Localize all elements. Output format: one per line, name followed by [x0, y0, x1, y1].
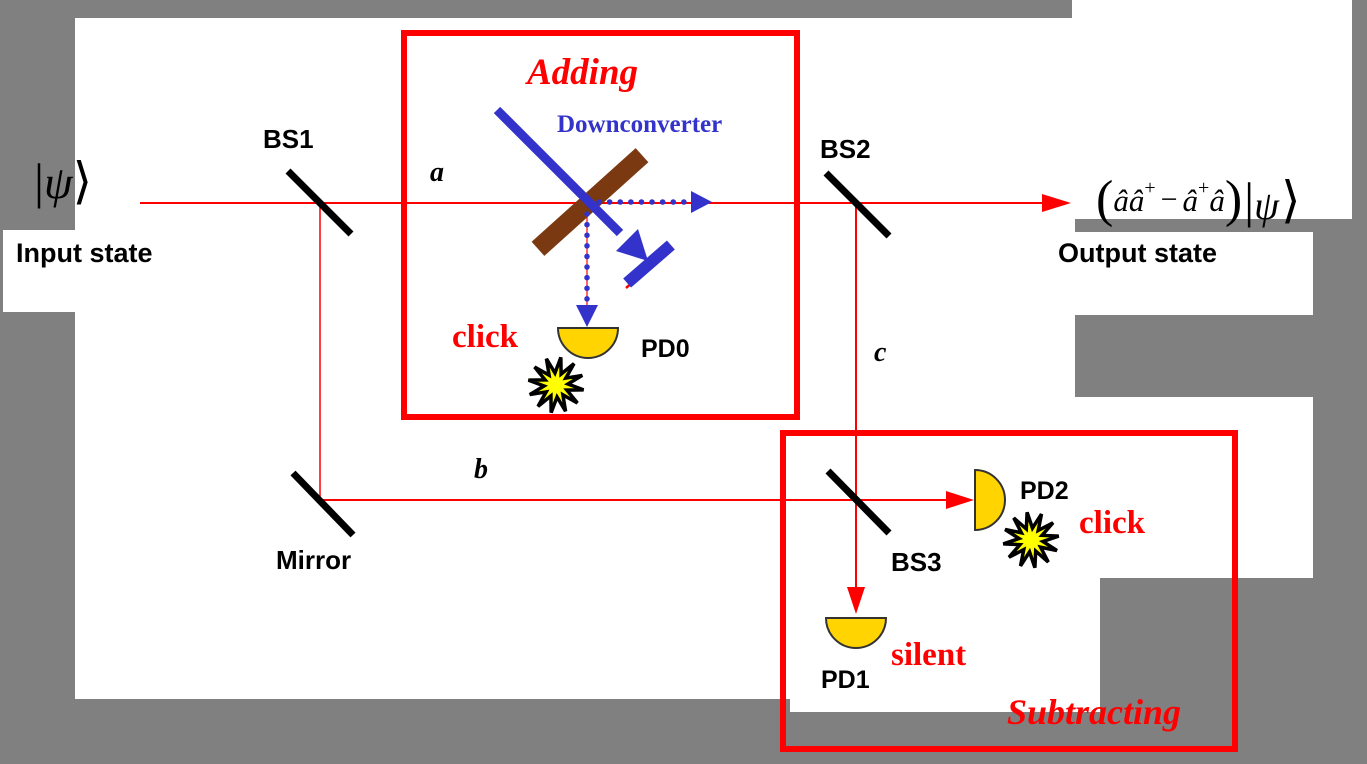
input-ket-psi: ψ — [44, 157, 73, 208]
input-ket-angle: ⟩ — [72, 153, 93, 209]
downconverter-label: Downconverter — [557, 111, 723, 138]
formula-close-paren: ) — [1224, 171, 1243, 228]
bs2-label: BS2 — [820, 134, 871, 164]
bs2-splitter — [823, 170, 892, 239]
panel-right-mid — [1070, 397, 1313, 578]
silent-label: silent — [891, 637, 967, 673]
input-state-label: Input state — [16, 238, 153, 268]
adding-title: Adding — [527, 52, 639, 93]
pd2-detector — [974, 468, 1006, 532]
input-ket-bar: | — [34, 153, 45, 209]
pd1-beam-arrowhead — [847, 587, 865, 614]
formula-term2: â — [1182, 182, 1199, 218]
dotted-vertical-arrowhead — [576, 305, 598, 327]
formula-ket-angle: ⟩ — [1281, 172, 1301, 228]
output-state-label: Output state — [1058, 238, 1217, 268]
mirror-label: Mirror — [276, 545, 352, 575]
mode-b-label: b — [474, 454, 488, 485]
pd2-label: PD2 — [1020, 477, 1069, 505]
formula-ket-psi: ψ — [1254, 183, 1279, 228]
bs3-label: BS3 — [891, 547, 942, 577]
adding-click-label: click — [452, 319, 518, 355]
bs1-splitter — [285, 168, 354, 237]
subtracting-box-outline — [780, 430, 1238, 752]
pump-beam-arrow — [493, 106, 624, 237]
pump-mirror — [623, 240, 675, 288]
input-ket: |ψ⟩ — [34, 156, 92, 206]
pd0-label: PD0 — [641, 335, 690, 363]
output-formula: ( ââ + − â + â ) | ψ ⟩ — [1096, 167, 1301, 233]
pd1-label: PD1 — [821, 666, 870, 694]
formula-sup2: + — [1198, 177, 1210, 199]
path-b-arrowhead — [946, 491, 974, 509]
pump-beam-arrowhead — [616, 229, 648, 261]
mirror-line — [290, 470, 356, 538]
formula-ket-bar: | — [1244, 172, 1255, 228]
formula-open-paren: ( — [1096, 171, 1114, 228]
pd2-flash-icon — [997, 506, 1065, 574]
panel-top-right — [1072, 0, 1352, 219]
formula-term1: ââ — [1113, 182, 1145, 218]
output-beam-arrowhead — [1042, 194, 1071, 212]
pd0-flash-icon — [521, 350, 591, 420]
formula-term3: â — [1209, 182, 1225, 218]
bs3-splitter — [825, 468, 892, 536]
pd1-detector — [824, 617, 888, 649]
formula-sup1: + — [1144, 177, 1156, 199]
subtracting-click-label: click — [1079, 505, 1145, 541]
subtracting-title: Subtracting — [1007, 692, 1182, 732]
panel-input-label — [3, 230, 75, 312]
pd0-detector — [556, 327, 620, 359]
formula-minus: − — [1160, 183, 1178, 216]
panel-output-label — [1060, 232, 1313, 315]
mode-c-label: c — [874, 337, 887, 368]
bs1-label: BS1 — [263, 124, 314, 154]
mode-a-label: a — [430, 157, 444, 188]
adding-box-outline — [401, 30, 800, 420]
dotted-horizontal-arrowhead — [691, 191, 712, 213]
